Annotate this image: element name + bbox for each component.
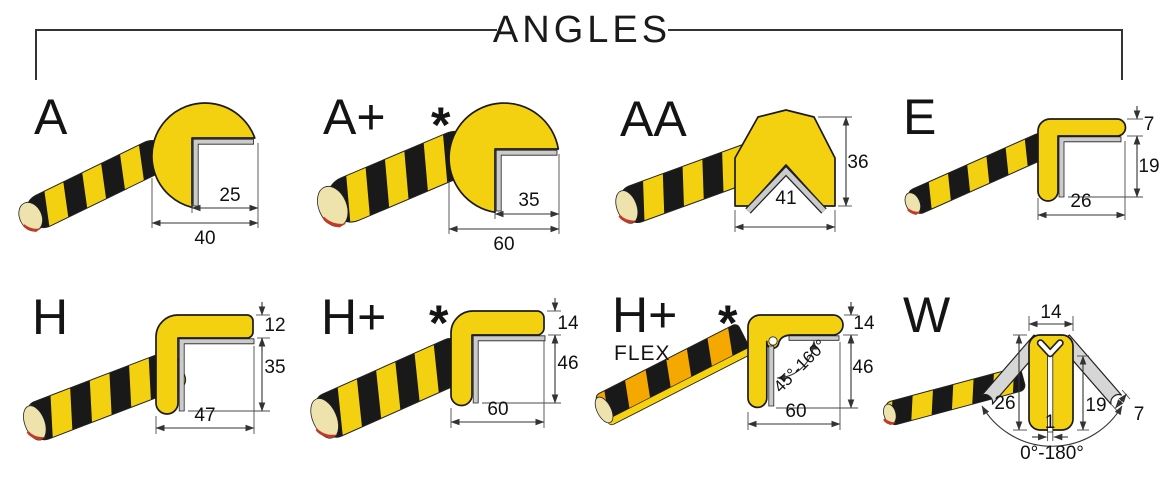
asterisk-marker: *: [431, 97, 451, 153]
angle-range-label: 0°-180°: [1020, 443, 1084, 464]
dimension-value: 25: [219, 185, 240, 206]
profile-sublabel: FLEX: [614, 342, 671, 365]
profile-photo-a: [18, 140, 170, 232]
profile-label: H: [32, 289, 68, 345]
dimensions-h: 12 35 47: [155, 302, 286, 434]
dimensions-h-plus-flex: 14 46 60: [747, 302, 875, 430]
dimensions-a-plus: 35 60: [448, 154, 560, 255]
profile-cell-w: 14 26 1 19 7 0°-180° W: [881, 278, 1164, 484]
profile-label: H+: [321, 289, 386, 345]
cross-section-aa: [734, 109, 836, 214]
profile-label: W: [903, 287, 951, 343]
asterisk-marker: *: [429, 295, 449, 351]
cross-section-h-plus: [450, 310, 546, 407]
profile-cell-e: 7 19 26 E: [881, 86, 1164, 262]
dimensions-e: 7 19 26: [1037, 106, 1160, 220]
dimension-value: 19: [1138, 156, 1159, 177]
profile-photo-h: [23, 350, 187, 441]
section-header: ANGLES: [35, 9, 1123, 80]
dimension-value: 41: [775, 188, 796, 209]
dimensions-aa: 41 36: [734, 116, 869, 232]
dimension-value: 7: [1134, 404, 1145, 425]
dimension-value: 47: [194, 405, 215, 426]
dimension-value: 46: [557, 353, 578, 374]
profile-cell-aa: 41 36 AA: [590, 86, 881, 262]
dimension-value: 60: [785, 401, 806, 422]
dimension-value: 7: [1144, 114, 1155, 135]
dimension-value: 12: [264, 315, 285, 336]
dimension-value: 26: [1070, 191, 1091, 212]
cross-section-a-plus: [448, 102, 560, 214]
dimension-value: 1: [1045, 412, 1056, 433]
page-title: ANGLES: [493, 9, 671, 51]
profile-photo-h-plus-flex: [594, 324, 752, 426]
asterisk-marker: *: [718, 295, 738, 351]
dimension-value: 14: [853, 313, 875, 334]
profile-cell-a-plus: 35 60 A+ *: [299, 86, 590, 262]
profile-label: H+: [612, 287, 677, 343]
dimension-value: 35: [518, 190, 539, 211]
cross-section-h: [155, 314, 255, 415]
cross-section-h-plus-flex: [747, 314, 844, 409]
profile-photo-w: [883, 367, 1026, 426]
profile-label: A+: [323, 89, 386, 145]
profile-cell-h: 12 35 47 H: [8, 278, 299, 484]
profile-cell-h-plus-flex: 45°-160° 14 46 60 H+ FLEX *: [590, 278, 881, 484]
dimension-value: 26: [994, 393, 1015, 414]
dimension-value: 19: [1085, 395, 1106, 416]
dimension-value: 14: [1040, 302, 1062, 323]
profile-photo-aa: [615, 143, 764, 224]
cross-section-e: [1037, 118, 1127, 202]
bracket-line: [35, 29, 1123, 80]
profile-cell-h-plus: 14 46 60 H+ *: [299, 278, 590, 484]
dimension-value: 40: [194, 228, 215, 249]
profile-photo-h-plus: [310, 338, 472, 439]
dimension-value: 60: [487, 399, 508, 420]
dimension-value: 14: [557, 313, 579, 334]
dimension-value: 46: [852, 357, 873, 378]
dimension-value: 35: [264, 357, 285, 378]
profile-cell-a: 25 40 A: [8, 86, 299, 262]
profile-label: E: [903, 89, 936, 145]
profile-label: A: [34, 89, 68, 145]
dimensions-w: 14 26 1 19 7 0°-180°: [981, 302, 1145, 464]
dimensions-h-plus: 14 46 60: [450, 298, 579, 428]
dimensions-a: 25 40: [151, 143, 259, 249]
dimension-value: 36: [847, 152, 868, 173]
profile-label: AA: [620, 91, 687, 147]
dimension-value: 60: [493, 234, 514, 255]
